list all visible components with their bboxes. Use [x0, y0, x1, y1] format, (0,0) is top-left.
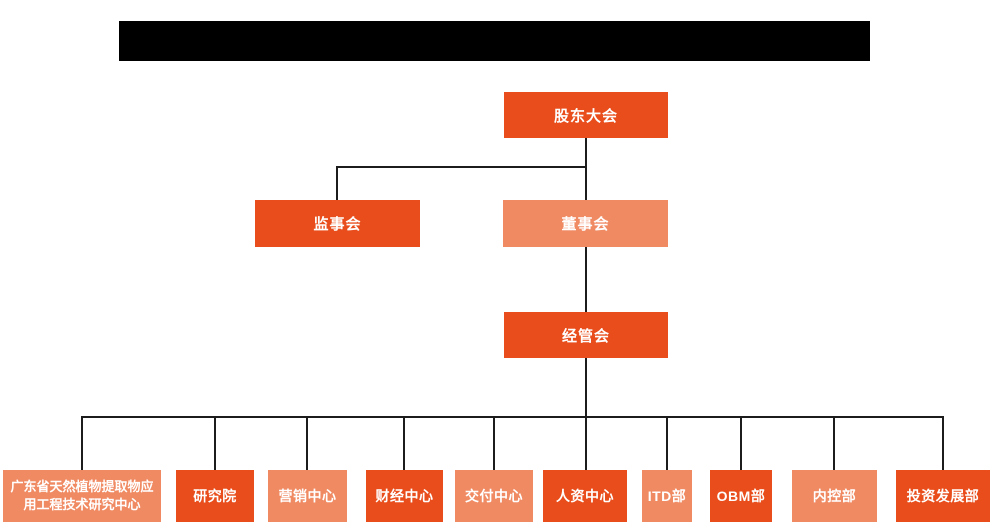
org-node-research-center: 广东省天然植物提取物应用工程技术研究中心 [3, 470, 161, 522]
connector-drop-research-center [81, 416, 83, 470]
org-node-marketing-center: 营销中心 [268, 470, 347, 522]
connector-management-to-bus [585, 358, 587, 416]
org-node-investment-development-department: 投资发展部 [896, 470, 990, 522]
connector-drop-finance-center [403, 416, 405, 470]
org-node-label: 广东省天然植物提取物应用工程技术研究中心 [10, 479, 154, 512]
org-node-label: 财经中心 [375, 488, 434, 504]
org-node-supervisory-board: 监事会 [255, 200, 420, 247]
org-node-internal-control-department: 内控部 [792, 470, 877, 522]
org-node-label: 内控部 [812, 488, 857, 504]
org-node-label: 监事会 [313, 216, 362, 233]
org-node-finance-center: 财经中心 [366, 470, 443, 522]
org-node-label: 研究院 [193, 488, 237, 504]
connector-drop-itd-department [666, 416, 668, 470]
connector-root-to-row2 [585, 138, 587, 200]
org-node-label: 投资发展部 [906, 488, 980, 504]
org-node-board-of-directors: 董事会 [503, 200, 668, 247]
redacted-title-bar [119, 21, 870, 61]
connector-drop-obm-department [740, 416, 742, 470]
org-node-delivery-center: 交付中心 [455, 470, 533, 522]
connector-drop-investment-development [942, 416, 944, 470]
org-node-shareholders-meeting: 股东大会 [504, 92, 668, 138]
org-node-hr-center: 人资中心 [543, 470, 627, 522]
org-node-label: 董事会 [561, 216, 610, 233]
org-node-obm-department: OBM部 [710, 470, 772, 522]
connector-drop-delivery-center [493, 416, 495, 470]
org-node-label: 经管会 [561, 327, 610, 345]
connector-row2-branch [336, 166, 587, 168]
connector-drop-internal-control [833, 416, 835, 470]
org-node-management-committee: 经管会 [504, 312, 668, 358]
connector-drop-research-institute [214, 416, 216, 470]
org-node-label: 人资中心 [556, 488, 614, 504]
org-node-label: 营销中心 [278, 488, 337, 504]
connector-board-to-management [585, 247, 587, 312]
org-node-research-institute: 研究院 [176, 470, 254, 522]
connector-drop-marketing-center [306, 416, 308, 470]
org-node-itd-department: ITD部 [642, 470, 692, 522]
org-node-label: ITD部 [647, 488, 687, 504]
connector-department-bus [81, 416, 944, 418]
org-node-label: 股东大会 [553, 107, 618, 125]
connector-drop-hr-center [585, 416, 587, 470]
connector-supervisory-drop [336, 166, 338, 200]
org-node-label: OBM部 [716, 488, 766, 504]
org-node-label: 交付中心 [465, 488, 523, 504]
